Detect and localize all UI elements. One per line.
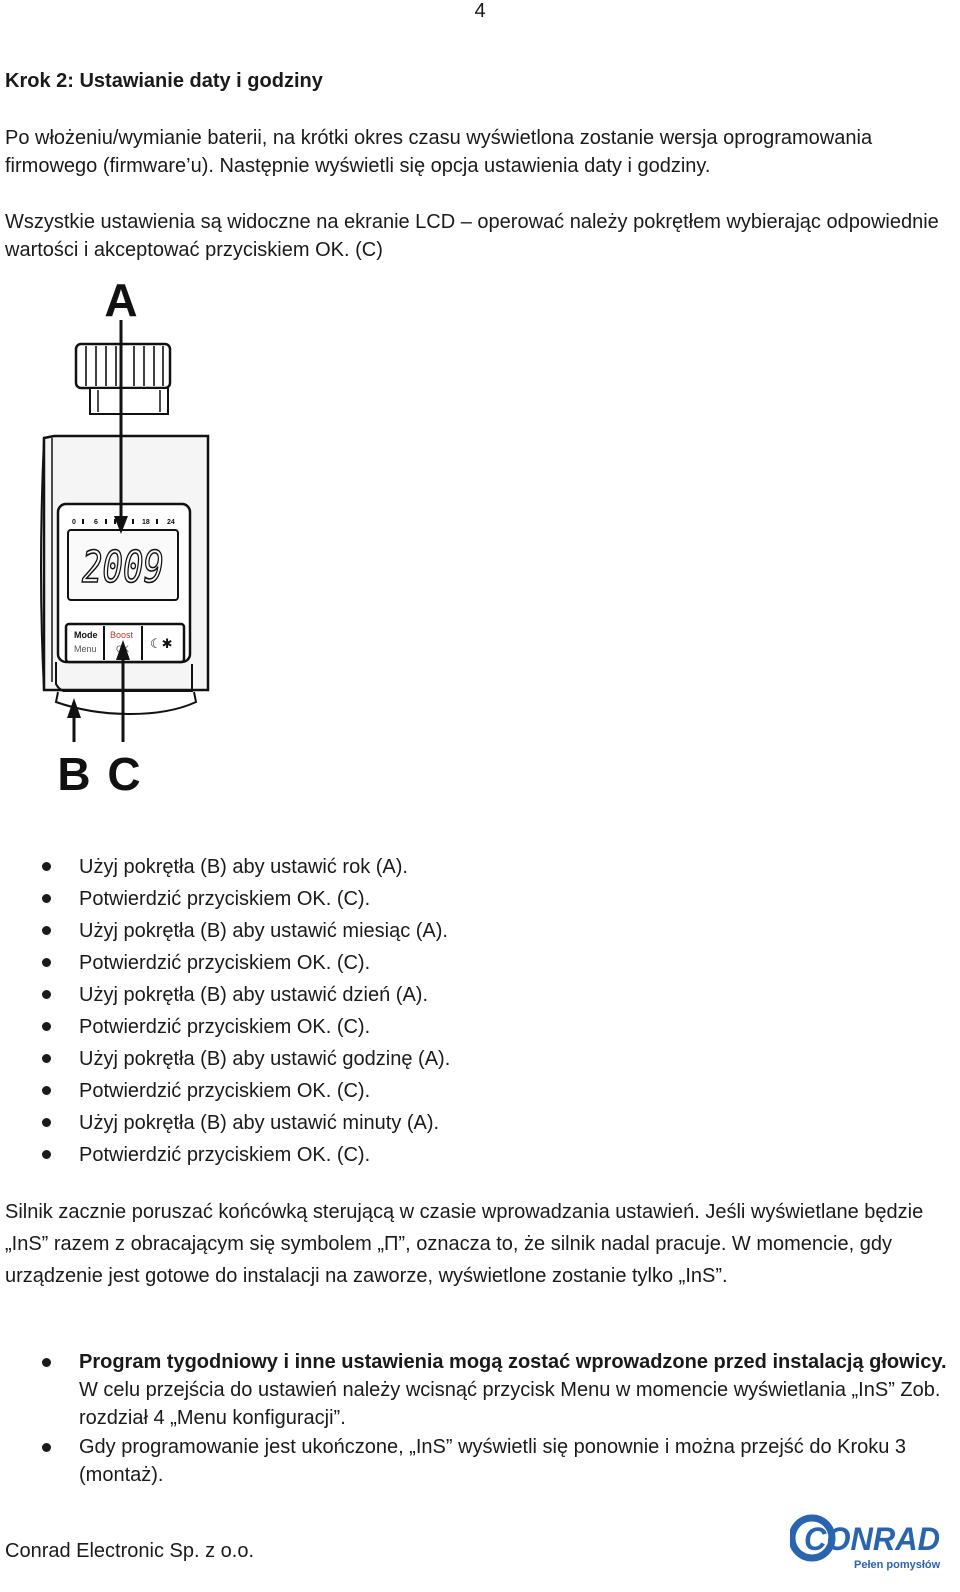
bullet-icon bbox=[42, 1022, 51, 1031]
boost-label: Boost bbox=[110, 630, 134, 640]
menu-label: Menu bbox=[74, 644, 97, 654]
bullet-icon bbox=[42, 894, 51, 903]
list-item: Użyj pokrętła (B) aby ustawić rok (A). bbox=[0, 851, 450, 883]
bullet-icon bbox=[42, 862, 51, 871]
mode-menu-button[interactable]: Mode Menu bbox=[74, 630, 98, 654]
step-text: Użyj pokrętła (B) aby ustawić dzień (A). bbox=[79, 984, 429, 1006]
lcd-screen: 2009 bbox=[67, 529, 179, 601]
list-item: Gdy programowanie jest ukończone, „InS” … bbox=[0, 1433, 950, 1489]
bullet-icon bbox=[42, 1150, 51, 1159]
list-item: Potwierdzić przyciskiem OK. (C). bbox=[0, 1139, 450, 1171]
button-row bbox=[64, 622, 186, 664]
bullet-icon bbox=[42, 990, 51, 999]
list-item: Potwierdzić przyciskiem OK. (C). bbox=[0, 1011, 450, 1043]
page-number: 4 bbox=[474, 0, 486, 22]
step-text: Potwierdzić przyciskiem OK. (C). bbox=[79, 1080, 371, 1102]
moon-sun-button[interactable]: ☾✱ bbox=[150, 637, 173, 652]
paragraph-firmware: Po włożeniu/wymianie baterii, na krótki … bbox=[5, 127, 873, 177]
list-item: Potwierdzić przyciskiem OK. (C). bbox=[0, 947, 450, 979]
footer-company: Conrad Electronic Sp. z o.o. bbox=[5, 1540, 255, 1562]
lcd-value: 2009 bbox=[82, 542, 164, 593]
thermostat-figure: 0 6 18 24 2009 Mode Menu Boost OK ☾✱ bbox=[40, 274, 210, 800]
step-text: Potwierdzić przyciskiem OK. (C). bbox=[79, 1016, 371, 1038]
step-text: Potwierdzić przyciskiem OK. (C). bbox=[79, 1144, 371, 1166]
logo-brand: CONRAD bbox=[804, 1521, 940, 1557]
scale-24: 24 bbox=[167, 519, 175, 526]
mode-label: Mode bbox=[74, 630, 98, 640]
scale-6: 6 bbox=[94, 519, 98, 526]
bullet-icon bbox=[42, 1358, 51, 1367]
bullet-icon bbox=[42, 1118, 51, 1127]
arrow-b bbox=[67, 698, 81, 742]
bullet-icon bbox=[42, 958, 51, 967]
list-item: Użyj pokrętła (B) aby ustawić minuty (A)… bbox=[0, 1107, 450, 1139]
section-heading: Krok 2: Ustawianie daty i godziny bbox=[5, 70, 323, 92]
label-a: A bbox=[104, 274, 137, 326]
scale-18: 18 bbox=[142, 519, 150, 526]
bullet-icon bbox=[42, 926, 51, 935]
list-item: Potwierdzić przyciskiem OK. (C). bbox=[0, 883, 450, 915]
bullet-icon bbox=[42, 1054, 51, 1063]
note-text: W celu przejścia do ustawień należy wcis… bbox=[79, 1379, 941, 1429]
paragraph-motor-info: Silnik zacznie poruszać końcówką sterują… bbox=[5, 1201, 924, 1287]
label-b: B bbox=[57, 748, 90, 800]
conrad-logo: CONRAD Pełen pomysłów bbox=[790, 1514, 941, 1571]
step-text: Użyj pokrętła (B) aby ustawić miesiąc (A… bbox=[79, 920, 448, 942]
note-text: Gdy programowanie jest ukończone, „InS” … bbox=[79, 1436, 907, 1486]
notes-list: Program tygodniowy i inne ustawienia mog… bbox=[0, 1348, 950, 1490]
label-c: C bbox=[107, 748, 140, 800]
list-item: Potwierdzić przyciskiem OK. (C). bbox=[0, 1075, 450, 1107]
arrow-c bbox=[116, 640, 130, 742]
step-text: Potwierdzić przyciskiem OK. (C). bbox=[79, 888, 371, 910]
time-scale: 0 6 18 24 bbox=[72, 519, 175, 526]
moon-sun-icon: ☾✱ bbox=[150, 637, 173, 652]
steps-list: Użyj pokrętła (B) aby ustawić rok (A). P… bbox=[0, 851, 450, 1171]
step-text: Potwierdzić przyciskiem OK. (C). bbox=[79, 952, 371, 974]
note-bold-text: Program tygodniowy i inne ustawienia mog… bbox=[79, 1351, 947, 1373]
knob-cap bbox=[74, 342, 172, 415]
logo-tagline: Pełen pomysłów bbox=[854, 1559, 941, 1571]
scale-0: 0 bbox=[72, 519, 76, 526]
list-item: Program tygodniowy i inne ustawienia mog… bbox=[0, 1348, 950, 1432]
paragraph-lcd-settings: Wszystkie ustawienia są widoczne na ekra… bbox=[5, 211, 939, 261]
arrow-a bbox=[114, 320, 128, 534]
step-text: Użyj pokrętła (B) aby ustawić rok (A). bbox=[79, 856, 408, 878]
bullet-icon bbox=[42, 1086, 51, 1095]
bullet-icon bbox=[42, 1443, 51, 1452]
step-text: Użyj pokrętła (B) aby ustawić minuty (A)… bbox=[79, 1112, 440, 1134]
list-item: Użyj pokrętła (B) aby ustawić godzinę (A… bbox=[0, 1043, 450, 1075]
list-item: Użyj pokrętła (B) aby ustawić dzień (A). bbox=[0, 979, 450, 1011]
list-item: Użyj pokrętła (B) aby ustawić miesiąc (A… bbox=[0, 915, 450, 947]
step-text: Użyj pokrętła (B) aby ustawić godzinę (A… bbox=[79, 1048, 451, 1070]
